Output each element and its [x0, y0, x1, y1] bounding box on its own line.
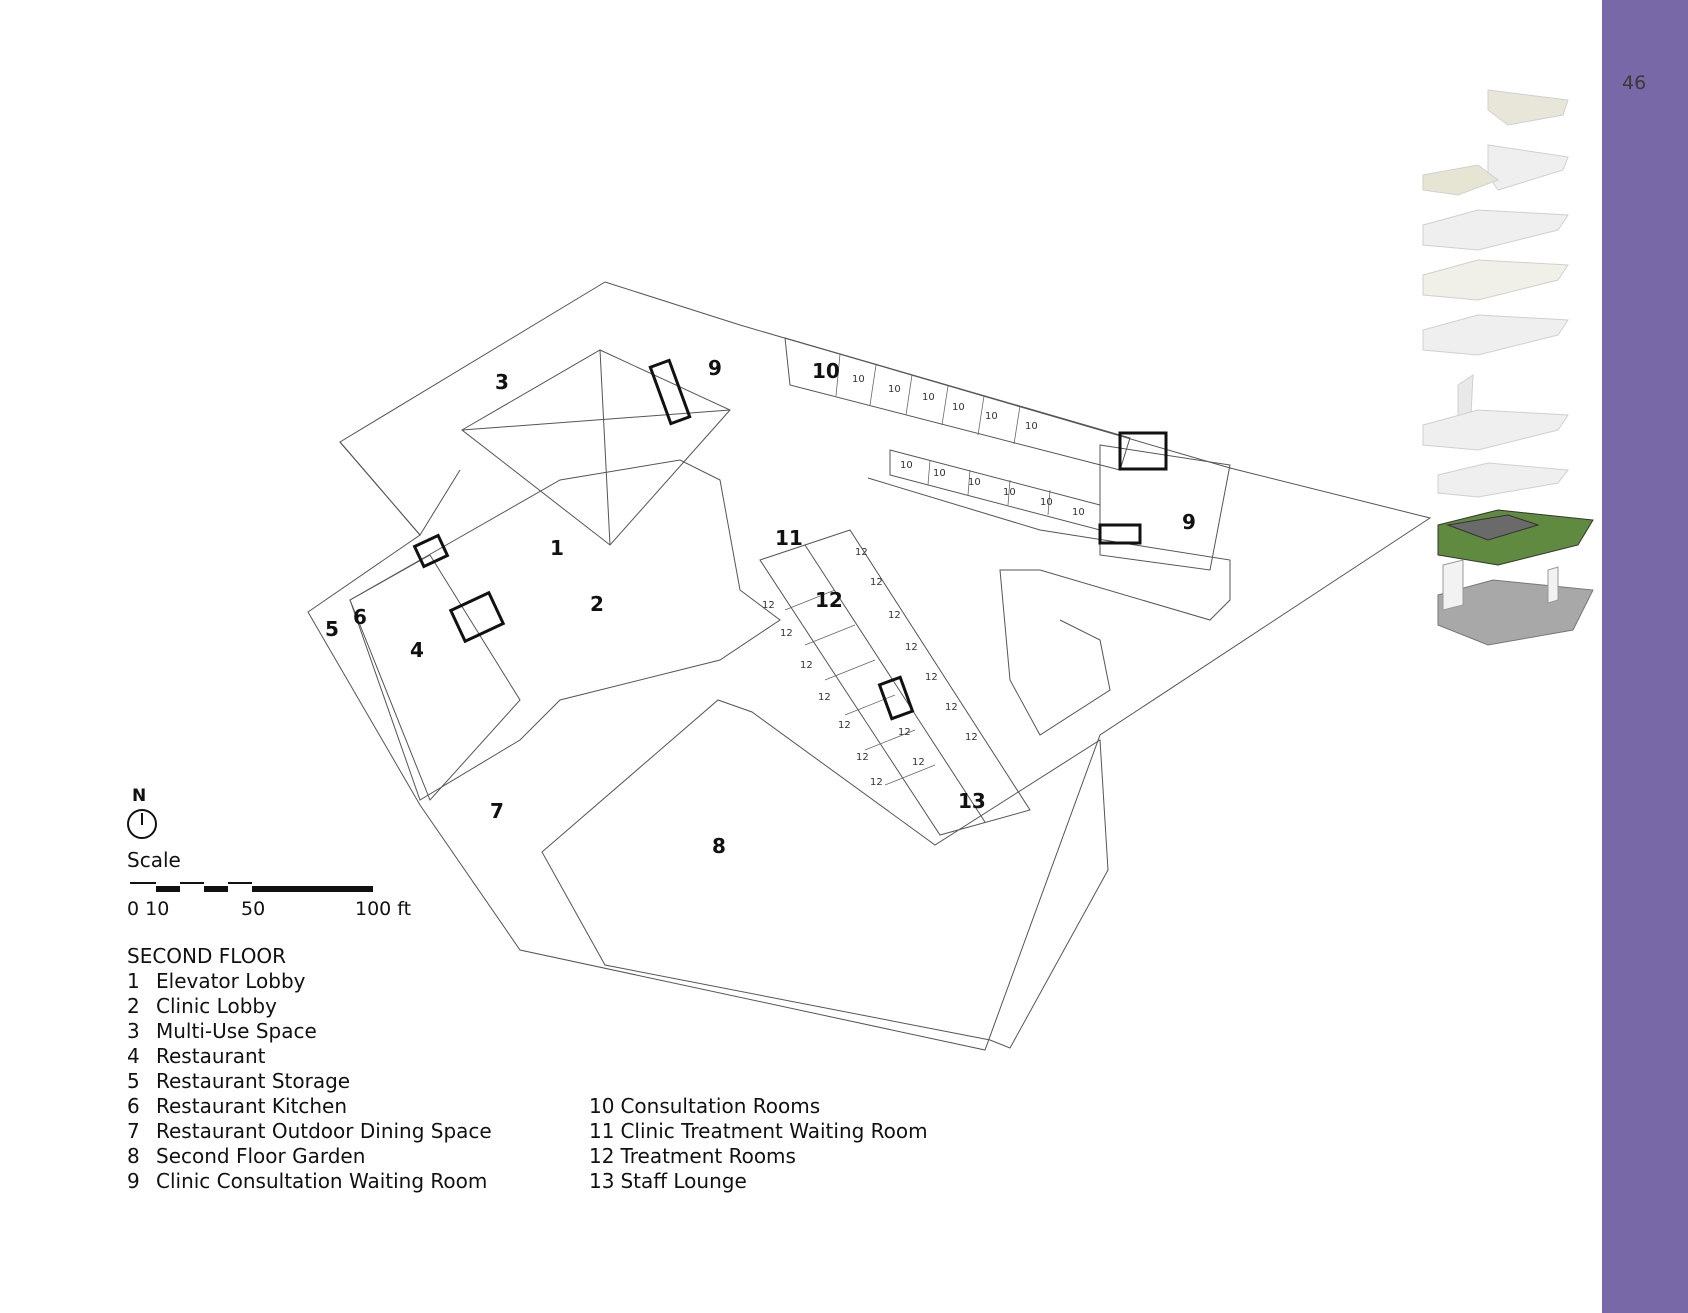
- site-outline: [307, 281, 1432, 1051]
- plan-label-5: 5: [325, 617, 339, 641]
- plan-label-10: 10: [812, 359, 840, 383]
- room-number: 12: [945, 702, 958, 713]
- plan-label-13: 13: [958, 789, 986, 813]
- room-number: 12: [888, 610, 901, 621]
- room-number: 10: [933, 468, 946, 479]
- treatment-wing: [759, 529, 1031, 836]
- room-number: 10: [952, 402, 965, 413]
- room-number: 12: [925, 672, 938, 683]
- north-arrow-icon: [127, 809, 157, 839]
- plan-label-9b: 9: [1182, 510, 1196, 534]
- room-number: 12: [855, 547, 868, 558]
- room-number: 12: [780, 628, 793, 639]
- room-number: 12: [856, 752, 869, 763]
- room-number: 12: [870, 577, 883, 588]
- room-number: 10: [985, 411, 998, 422]
- floor-stack-thumbnails: [1422, 89, 1594, 646]
- room-number: 12: [898, 727, 911, 738]
- north-label: N: [132, 786, 147, 806]
- scale-tick-0-10: 0 10: [127, 898, 170, 920]
- plan-label-6: 6: [353, 605, 367, 629]
- plan-label-7: 7: [490, 799, 504, 823]
- plan-label-12: 12: [815, 588, 843, 612]
- plan-label-8: 8: [712, 834, 726, 858]
- room-number: 12: [818, 692, 831, 703]
- room-number: 12: [905, 642, 918, 653]
- room-number: 12: [800, 660, 813, 671]
- scale-tick-100: 100 ft: [355, 898, 412, 920]
- room-number: 10: [1040, 497, 1053, 508]
- room-number: 12: [838, 720, 851, 731]
- room-number: 10: [1003, 487, 1016, 498]
- plan-label-2: 2: [590, 592, 604, 616]
- plan-label-4: 4: [410, 638, 424, 662]
- right-loop-outline: [867, 477, 1231, 736]
- room-number: 12: [912, 757, 925, 768]
- plan-label-1: 1: [550, 536, 564, 560]
- room-number: 12: [965, 732, 978, 743]
- floor-plan-drawing: 3 1 2 4 5 6 7 8 9 9 10 11 12 13 10 10 10…: [307, 281, 1432, 1051]
- plan-label-9a: 9: [708, 356, 722, 380]
- room-number: 10: [852, 374, 865, 385]
- scale-title: Scale: [127, 848, 181, 872]
- scale-bar: [130, 882, 373, 892]
- room-number: 12: [870, 777, 883, 788]
- plan-label-3: 3: [495, 370, 509, 394]
- room-number: 10: [1072, 507, 1085, 518]
- garden-outline: [541, 699, 1109, 1049]
- legend-title: SECOND FLOOR: [127, 944, 287, 968]
- plan-label-11: 11: [775, 526, 803, 550]
- scale-tick-50: 50: [241, 898, 266, 920]
- room-number: 10: [968, 477, 981, 488]
- page-number: 46: [1622, 72, 1647, 94]
- side-color-band: [1602, 0, 1688, 1313]
- room-number: 10: [1025, 421, 1038, 432]
- room-number: 10: [888, 384, 901, 395]
- restaurant-block: [349, 554, 521, 801]
- room-number: 10: [922, 392, 935, 403]
- room-number: 12: [762, 600, 775, 611]
- room-number: 10: [900, 460, 913, 471]
